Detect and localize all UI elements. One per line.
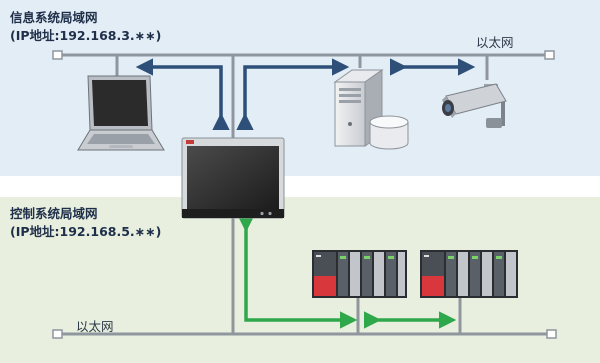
- bus-terminator: [544, 50, 555, 60]
- laptop-icon: [77, 75, 165, 151]
- bus-terminator: [52, 50, 63, 60]
- plc-rack-icon: [312, 250, 407, 298]
- bus-terminator: [52, 329, 63, 339]
- control-traffic-arrows: [237, 214, 457, 329]
- hmi-server-arrow: [236, 58, 350, 131]
- bus-terminator: [546, 329, 557, 339]
- control-ethernet-bus: [52, 218, 557, 339]
- hmi-plc-arrow: [237, 214, 358, 329]
- hmi-panel-icon: [181, 137, 285, 219]
- security-camera-icon: [442, 83, 507, 128]
- info-ethernet-bus: [52, 50, 555, 138]
- laptop-hmi-arrow: [135, 58, 230, 131]
- info-network-ip: (IP地址:192.168.3.∗∗): [10, 28, 162, 43]
- info-traffic-arrows: [135, 58, 476, 131]
- plc-rack-icon: [420, 250, 518, 298]
- control-ethernet-label: 以太网: [76, 319, 114, 334]
- control-network-title: 控制系统局域网: [10, 206, 98, 221]
- info-ethernet-label: 以太网: [476, 35, 514, 50]
- info-network-title: 信息系统局域网: [10, 10, 98, 25]
- control-network-ip: (IP地址:192.168.5.∗∗): [10, 224, 162, 239]
- database-icon: [369, 115, 409, 150]
